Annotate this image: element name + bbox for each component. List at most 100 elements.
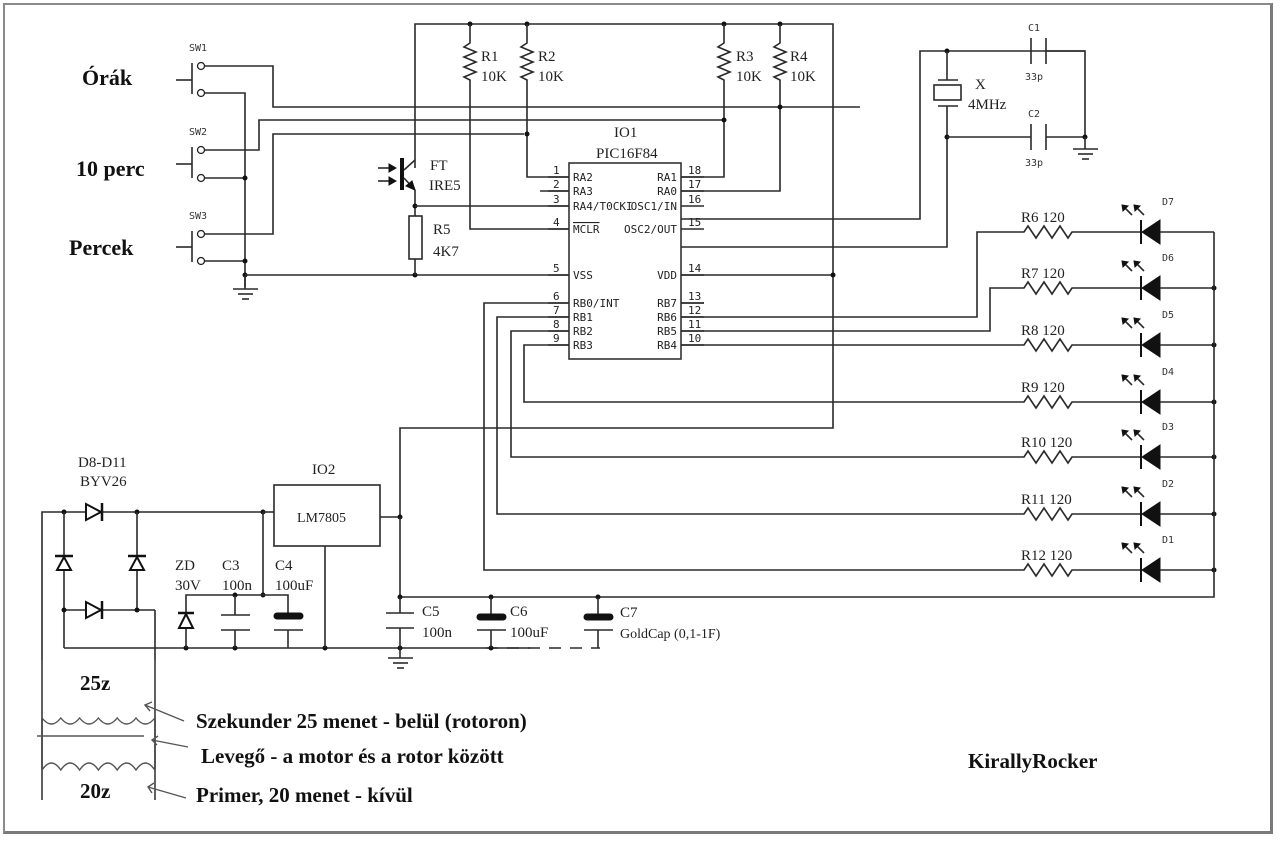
c1-value: 33p <box>1025 72 1043 83</box>
secondary-turns: 25z <box>80 671 110 695</box>
led-ref: D7 <box>1162 197 1174 208</box>
resistor-r1: R1 10K <box>461 24 569 230</box>
switch-sw1: SW1 Órák <box>82 43 207 98</box>
led-resistor-label: R6 120 <box>1021 210 1065 226</box>
pin-name: RA1 <box>657 171 677 184</box>
pin-name: RB0/INT <box>573 297 620 310</box>
pin-number: 12 <box>688 304 701 317</box>
crystal-x: X 4MHz <box>933 48 1007 140</box>
image-frame <box>3 3 1273 834</box>
note-secondary: Szekunder 25 menet - belül (rotoron) <box>196 709 527 733</box>
pin-name: RA4/T0CKI <box>573 200 633 213</box>
phototransistor-ft: FT IRE5 <box>378 158 461 194</box>
led-resistor-label: R10 120 <box>1021 435 1072 451</box>
pin-name: OSC2/OUT <box>624 223 677 236</box>
crystal-value: 4MHz <box>968 97 1007 113</box>
ground-symbol-osc <box>1073 134 1098 160</box>
pin-name: VDD <box>657 269 677 282</box>
primary-coil: 20z <box>41 762 156 803</box>
led-icon <box>1141 557 1161 583</box>
label-minutes: Percek <box>69 235 134 260</box>
r3-value: 10K <box>736 69 762 85</box>
pin-name: RA3 <box>573 185 593 198</box>
led-resistor <box>1020 224 1140 240</box>
pin-number: 1 <box>553 164 560 177</box>
r5-ref: R5 <box>433 222 451 238</box>
pin-number: 4 <box>553 216 560 229</box>
led-row: R9 120 D4 <box>1020 367 1217 415</box>
c5-value: 100n <box>422 625 453 641</box>
ground-symbol-switches <box>233 275 258 300</box>
pin-number: 9 <box>553 332 560 345</box>
pin-number: 5 <box>553 262 560 275</box>
switch-sw2: SW2 10 perc <box>76 127 207 183</box>
r5-value: 4K7 <box>433 244 459 260</box>
pin-number: 2 <box>553 178 560 191</box>
pin-name: RB5 <box>657 325 677 338</box>
capacitor-c1: C1 33p <box>1025 23 1047 83</box>
c6-ref: C6 <box>510 604 528 620</box>
pin-number: 16 <box>688 193 701 206</box>
pin-number: 6 <box>553 290 560 303</box>
led-resistor <box>1020 562 1140 578</box>
pin-number: 10 <box>688 332 701 345</box>
resistor-r5: R5 4K7 <box>408 212 459 275</box>
led-resistor <box>1020 280 1140 296</box>
pin-number: 18 <box>688 164 701 177</box>
pin-name: OSC1/IN <box>631 200 677 213</box>
led-icon <box>1141 444 1161 470</box>
capacitor-c4: C4 100uF <box>273 558 313 648</box>
sw1-ref: SW1 <box>189 43 207 54</box>
capacitor-c5: C5 100n <box>386 597 453 648</box>
capacitor-c2: C2 33p <box>947 109 1085 169</box>
pin-number: 15 <box>688 216 701 229</box>
led-icon <box>1141 219 1161 245</box>
zener-value: 30V <box>175 578 201 594</box>
rectifier-part: BYV26 <box>80 474 127 490</box>
led-ref: D4 <box>1162 367 1174 378</box>
led-icon <box>1141 389 1161 415</box>
ft-ref: FT <box>430 158 448 174</box>
pin-name: RB2 <box>573 325 593 338</box>
light-emission-icon <box>1121 374 1145 386</box>
zener-diode: ZD 30V <box>175 558 289 648</box>
capacitor-c6: C6 100uF <box>476 597 548 648</box>
zener-ref: ZD <box>175 558 195 574</box>
c7-value: GoldCap (0,1-1F) <box>620 627 721 642</box>
led-resistor <box>1020 506 1140 522</box>
secondary-coil: 25z <box>41 660 156 725</box>
c2-ref: C2 <box>1028 109 1040 120</box>
mcu-pic16f84: IO1 PIC16F84 1RA22RA33RA4/T0CKI4MCLR5VSS… <box>548 125 704 360</box>
led-resistor-label: R12 120 <box>1021 548 1072 564</box>
sw2-ref: SW2 <box>189 127 207 138</box>
led-icon <box>1141 501 1161 527</box>
crystal-ref: X <box>975 77 986 93</box>
led-icon <box>1141 332 1161 358</box>
primary-turns: 20z <box>80 779 110 803</box>
c4-value: 100uF <box>275 578 313 594</box>
r4-ref: R4 <box>790 49 808 65</box>
regulator-lm7805: IO2 LM7805 <box>273 462 403 648</box>
pin-name: RB4 <box>657 339 677 352</box>
c7-ref: C7 <box>620 605 638 621</box>
c1-ref: C1 <box>1028 23 1040 34</box>
r4-value: 10K <box>790 69 816 85</box>
resistor-r2: R2 10K <box>518 24 569 178</box>
pin-name: RB3 <box>573 339 593 352</box>
led-row: R6 120 D7 <box>1020 197 1214 245</box>
label-10-minutes: 10 perc <box>76 156 145 181</box>
led-resistor-label: R9 120 <box>1021 380 1065 396</box>
pin-name: RB7 <box>657 297 677 310</box>
c4-ref: C4 <box>275 558 293 574</box>
r1-ref: R1 <box>481 49 499 65</box>
pin-number: 14 <box>688 262 702 275</box>
